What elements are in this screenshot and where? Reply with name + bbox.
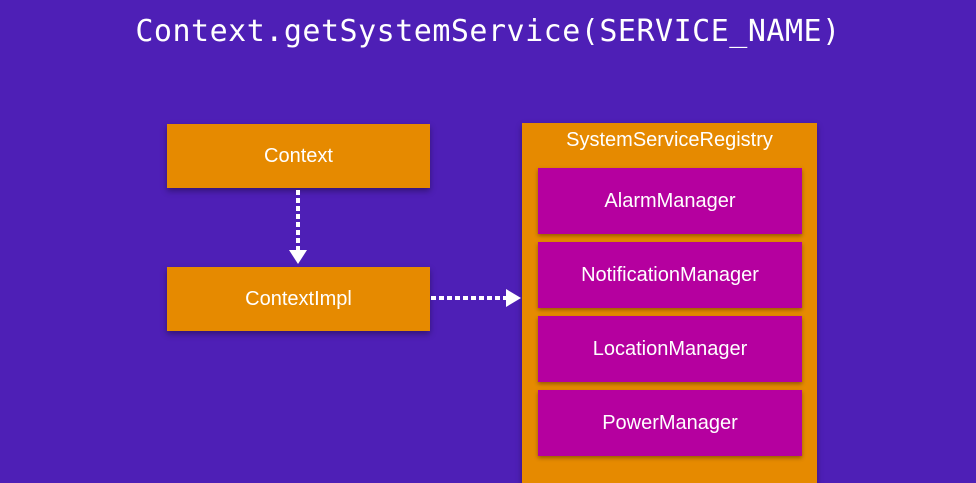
page-title: Context.getSystemService(SERVICE_NAME) bbox=[135, 14, 841, 49]
alarm-manager-box: AlarmManager bbox=[538, 168, 802, 234]
location-manager-box: LocationManager bbox=[538, 316, 802, 382]
notification-manager-box: NotificationManager bbox=[538, 242, 802, 308]
impl-to-registry-arrow-head bbox=[506, 289, 521, 307]
notification-manager-label: NotificationManager bbox=[581, 263, 759, 286]
power-manager-label: PowerManager bbox=[602, 411, 738, 434]
alarm-manager-label: AlarmManager bbox=[604, 189, 736, 212]
context-impl-box: ContextImpl bbox=[167, 267, 430, 331]
context-impl-label: ContextImpl bbox=[245, 287, 352, 310]
context-box: Context bbox=[167, 124, 430, 188]
location-manager-label: LocationManager bbox=[592, 337, 748, 360]
context-to-impl-arrow-head bbox=[289, 250, 307, 264]
system-service-registry-box: SystemServiceRegistry AlarmManager Notif… bbox=[522, 123, 817, 483]
registry-title: SystemServiceRegistry bbox=[566, 129, 773, 151]
power-manager-box: PowerManager bbox=[538, 390, 802, 456]
context-label: Context bbox=[264, 144, 333, 167]
